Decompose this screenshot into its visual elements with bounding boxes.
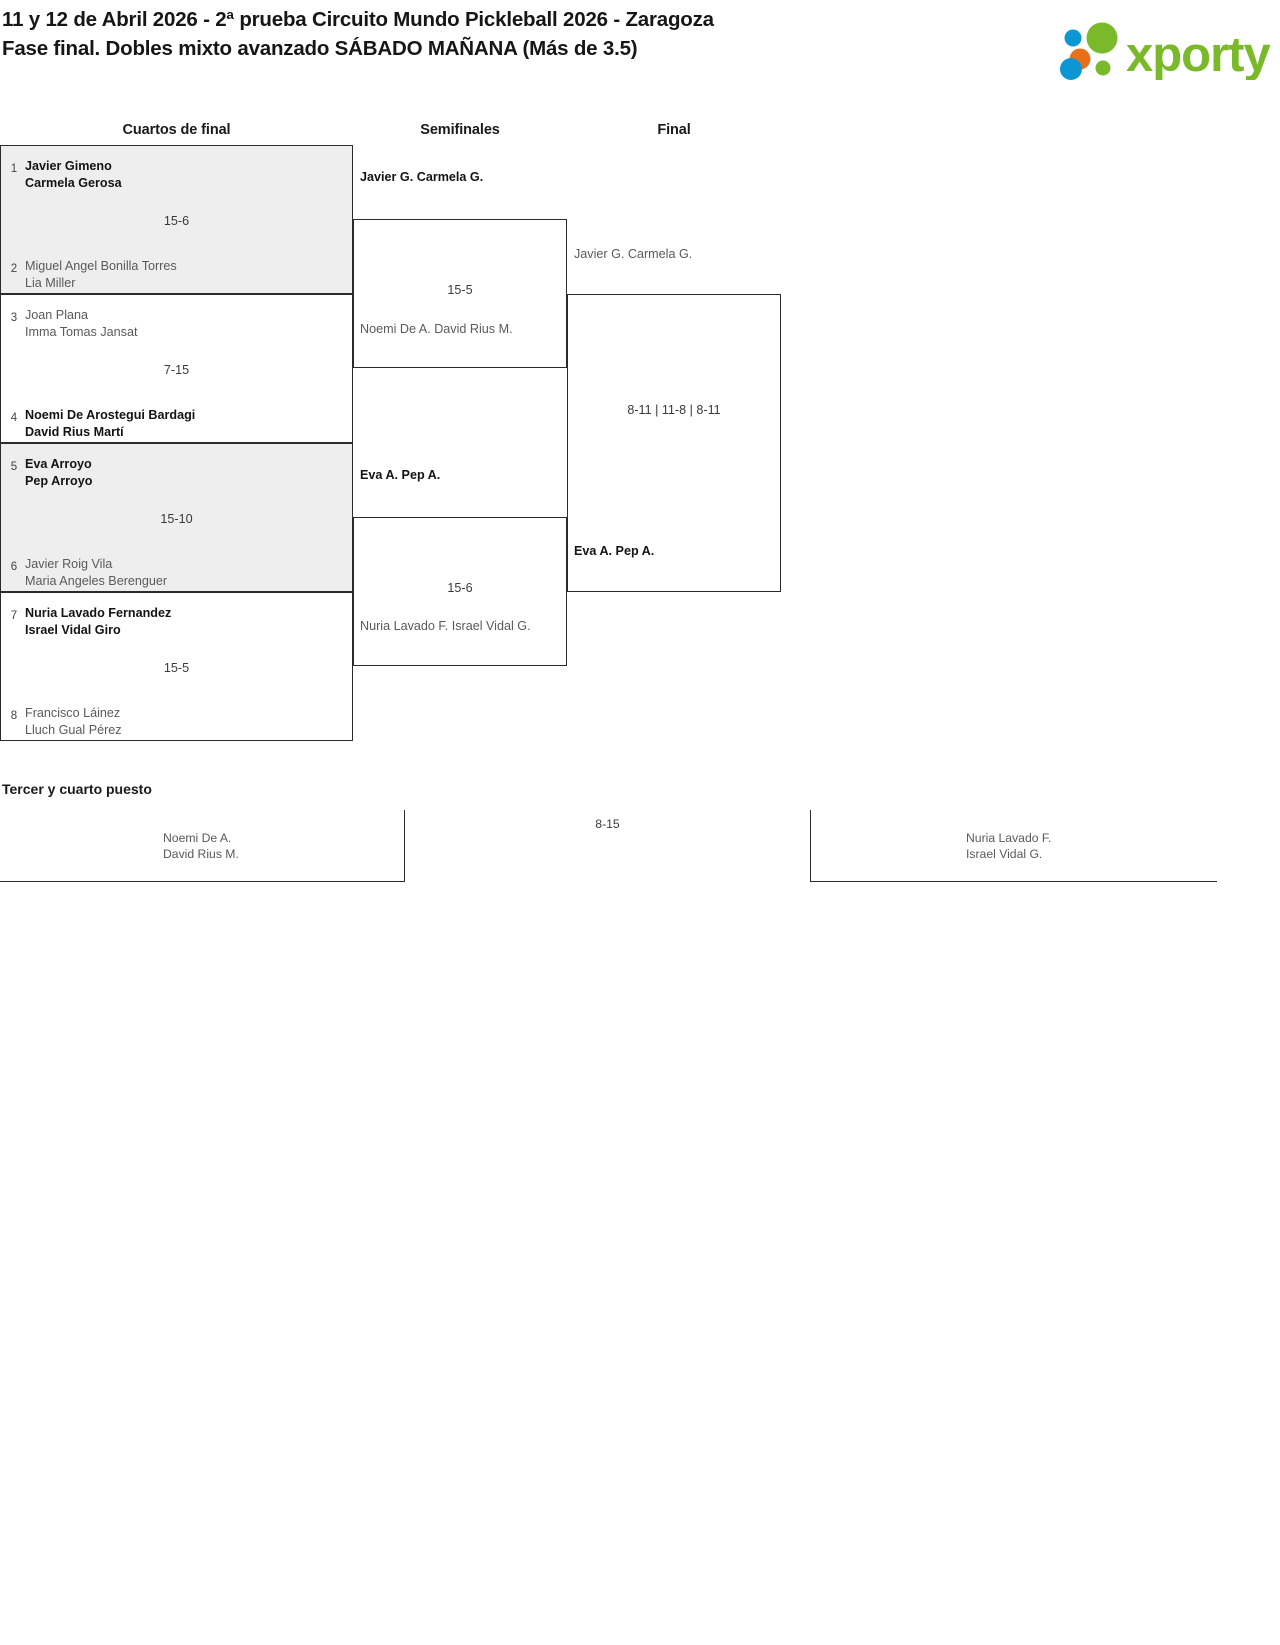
seed-number: 3 [10, 312, 18, 324]
seed-number: 2 [10, 263, 18, 275]
player-name: Pep A. [615, 544, 655, 558]
seed-number: 5 [10, 461, 18, 473]
tournament-title: 11 y 12 de Abril 2026 - 2ª prueba Circui… [2, 8, 714, 31]
quarterfinal-match-2[interactable]: 3 Joan Plana Imma Tomas Jansat 7-15 4 No… [0, 294, 353, 443]
match-score: 15-6 [447, 581, 473, 595]
match-score: 8-15 [595, 817, 620, 831]
seed-number: 1 [10, 163, 18, 175]
player-name: Noemi De A. [360, 322, 431, 336]
seed-number: 4 [10, 412, 18, 424]
player-name: Imma Tomas Jansat [25, 325, 138, 339]
player-name: Francisco Láinez [25, 706, 121, 720]
player-name: Miguel Angel Bonilla Torres [25, 259, 177, 273]
team-entry: Eva A. Pep A. [360, 467, 560, 484]
player-name: Lluch Gual Pérez [25, 723, 122, 737]
player-name: Nuria Lavado F. [360, 619, 449, 633]
seed-number: 8 [10, 710, 18, 722]
bracket-canvas: 1 Javier Gimeno Carmela Gerosa 15-6 2 Mi… [0, 145, 800, 755]
quarterfinal-match-1[interactable]: 1 Javier Gimeno Carmela Gerosa 15-6 2 Mi… [0, 145, 353, 294]
xporty-logo[interactable]: xporty [1050, 18, 1272, 80]
final-match[interactable] [567, 294, 781, 592]
team-entry: Javier G. Carmela G. [574, 246, 774, 263]
team-entry: Nuria Lavado F. Israel Vidal G. [966, 830, 1051, 862]
player-name: Javier G. [574, 247, 625, 261]
player-name: Israel Vidal Giro [25, 623, 121, 637]
round-heading-semifinals: Semifinales [420, 122, 500, 138]
player-name: Pep Arroyo [25, 474, 93, 488]
third-place-left-box [0, 810, 405, 882]
team-entry: Francisco Láinez Lluch Gual Pérez [25, 705, 346, 739]
team-entry: Miguel Angel Bonilla Torres Lia Miller [25, 258, 346, 292]
team-entry: Noemi De A. David Rius M. [360, 321, 560, 338]
team-entry: Eva A. Pep A. [574, 543, 774, 560]
player-name: Noemi De Arostegui Bardagi [25, 408, 196, 422]
match-score: 8-11 | 11-8 | 8-11 [627, 403, 721, 417]
player-name: Carmela Gerosa [25, 176, 122, 190]
player-name: Noemi De A. [163, 831, 232, 845]
player-name: Eva A. [360, 468, 399, 482]
player-name: Javier G. [360, 170, 414, 184]
team-entry: Noemi De Arostegui Bardagi David Rius Ma… [25, 407, 346, 441]
team-entry: Nuria Lavado Fernandez Israel Vidal Giro [25, 605, 346, 639]
player-name: Israel Vidal G. [966, 847, 1043, 861]
third-place-right-box [810, 810, 1217, 882]
match-score: 15-5 [163, 661, 190, 675]
quarterfinal-match-3[interactable]: 5 Eva Arroyo Pep Arroyo 15-10 6 Javier R… [0, 443, 353, 592]
player-name: David Rius M. [434, 322, 513, 336]
player-name: Javier Gimeno [25, 159, 112, 173]
team-entry: Javier Gimeno Carmela Gerosa [25, 158, 346, 192]
page-header: 11 y 12 de Abril 2026 - 2ª prueba Circui… [0, 0, 1280, 105]
player-name: David Rius M. [163, 847, 239, 861]
match-score: 15-5 [447, 283, 473, 297]
player-name: Joan Plana [25, 308, 89, 322]
match-score: 15-10 [160, 512, 193, 526]
team-entry: Javier Roig Vila Maria Angeles Berenguer [25, 556, 346, 590]
svg-text:xporty: xporty [1126, 28, 1271, 80]
semifinal-match-2[interactable]: 15-6 [353, 517, 567, 666]
title-block: 11 y 12 de Abril 2026 - 2ª prueba Circui… [2, 6, 842, 62]
team-entry: Nuria Lavado F. Israel Vidal G. [360, 618, 560, 635]
player-name: Nuria Lavado Fernandez [25, 606, 172, 620]
player-name: Nuria Lavado F. [966, 831, 1052, 845]
player-name: Pep A. [401, 468, 441, 482]
player-name: Carmela G. [416, 170, 484, 184]
player-name: Israel Vidal G. [451, 619, 531, 633]
match-score: 15-6 [163, 214, 190, 228]
player-name: David Rius Martí [25, 425, 124, 439]
player-name: Javier Roig Vila [25, 557, 113, 571]
player-name: Eva Arroyo [25, 457, 92, 471]
third-place-title: Tercer y cuarto puesto [2, 781, 152, 797]
seed-number: 6 [10, 561, 18, 573]
third-place-match[interactable]: 8-15 Noemi De A. David Rius M. Nuria Lav… [0, 810, 1217, 882]
team-entry: Eva Arroyo Pep Arroyo [25, 456, 346, 490]
team-entry: Noemi De A. David Rius M. [163, 830, 239, 862]
player-name: Carmela G. [627, 247, 693, 261]
round-heading-quarterfinals: Cuartos de final [122, 122, 231, 138]
round-heading-final: Final [657, 122, 691, 138]
tournament-subtitle: Fase final. Dobles mixto avanzado SÁBADO… [2, 37, 638, 60]
quarterfinal-match-4[interactable]: 7 Nuria Lavado Fernandez Israel Vidal Gi… [0, 592, 353, 741]
semifinal-match-1[interactable]: 15-5 [353, 219, 567, 368]
match-score: 7-15 [163, 363, 190, 377]
team-entry: Joan Plana Imma Tomas Jansat [25, 307, 346, 341]
player-name: Lia Miller [25, 276, 76, 290]
player-name: Maria Angeles Berenguer [25, 574, 168, 588]
player-name: Eva A. [574, 544, 613, 558]
team-entry: Javier G. Carmela G. [360, 169, 560, 186]
seed-number: 7 [10, 610, 18, 622]
